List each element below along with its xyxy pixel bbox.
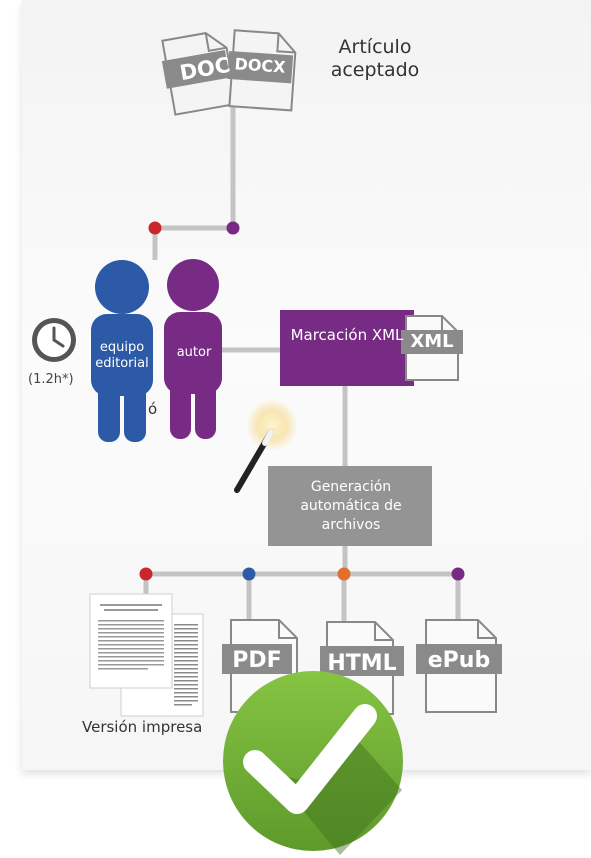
magic-wand-icon [234, 399, 298, 493]
markup-label: Marcación XML [290, 326, 404, 344]
dot-blue-output [242, 567, 256, 581]
editorial-label: equipo editorial [95, 340, 149, 371]
markup-box [280, 310, 414, 386]
pdf-badge-label: PDF [232, 648, 282, 673]
epub-document-icon [416, 619, 502, 713]
xml-badge-label: XML [410, 331, 454, 352]
editorial-person-icon [91, 260, 153, 442]
dot-orange-output [337, 567, 351, 581]
author-label: autor [176, 345, 212, 360]
docx-badge-label: DOCX [233, 54, 287, 77]
print-version-label: Versión impresa [82, 718, 203, 736]
time-estimate: (1.2h*) [28, 372, 74, 387]
checkmark-icon [223, 671, 403, 855]
generation-box [268, 466, 432, 546]
dot-purple [226, 221, 240, 235]
dot-red [148, 221, 162, 235]
docx-document-icon [227, 29, 297, 112]
author-person-icon [164, 259, 222, 439]
html-badge-label: HTML [327, 651, 397, 676]
xml-document-icon [401, 315, 463, 381]
dot-red-output [139, 567, 153, 581]
print-document-icon [89, 593, 204, 717]
epub-badge-label: ePub [427, 648, 491, 673]
generation-label: Generación automática de archivos [300, 479, 402, 533]
or-label: ó [148, 400, 158, 418]
clock-icon [32, 318, 76, 362]
dot-purple-output [451, 567, 465, 581]
accepted-article-title: Artículo aceptado [330, 36, 420, 81]
